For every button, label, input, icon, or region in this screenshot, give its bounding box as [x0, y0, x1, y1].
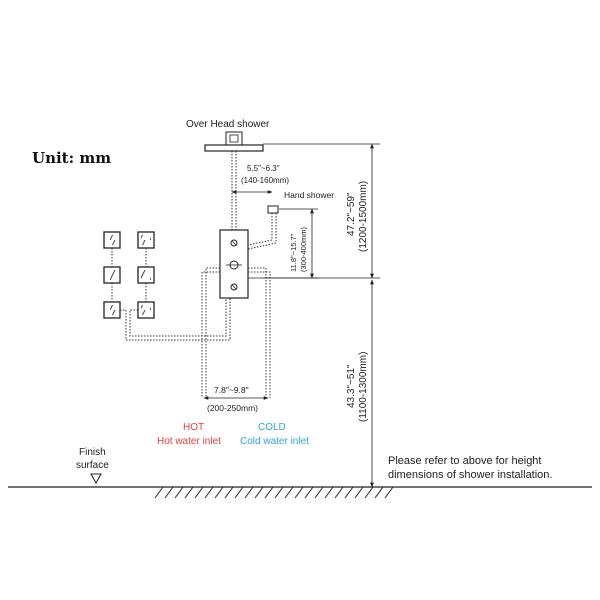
hand-height-inch: 11.8"~15.7" [289, 233, 298, 272]
hot-inlet-label: Hot water inlet [157, 436, 221, 447]
lower-height-inch: 43.3"~51" [346, 364, 357, 408]
body-jet-icon [137, 266, 155, 284]
body-jet-icon [103, 301, 121, 319]
arm-dim-mm: (140-160mm) [241, 176, 289, 185]
hand-height-mm: (300-400mm) [299, 226, 308, 272]
body-jets [103, 231, 231, 341]
body-jet-icon [103, 231, 121, 249]
note-line-1: Please refer to above for height [388, 455, 541, 467]
hand-shower-icon [267, 205, 279, 214]
upper-height-inch: 47.2"~59" [346, 192, 357, 236]
note-line-2: dimensions of shower installation. [388, 469, 552, 481]
riser-pipe [231, 151, 237, 232]
unit-label: Unit: mm [32, 149, 111, 167]
body-jet-icon [137, 231, 155, 249]
lower-height-mm: (1100-1300mm) [358, 352, 369, 422]
body-jet-icon [103, 266, 121, 284]
hand-shower-label: Hand shower [284, 190, 334, 200]
hot-label: HOT [183, 422, 204, 433]
cold-label: COLD [258, 422, 286, 433]
floor-hatching [154, 486, 394, 499]
overhead-shower-label: Over Head shower [186, 119, 270, 130]
finish-surface-label-1: Finish [79, 447, 106, 458]
upper-height-mm: (1200-1500mm) [358, 181, 369, 252]
inlet-spacing-inch: 7.8"~9.8" [214, 385, 249, 395]
inlet-spacing-mm: (200-250mm) [207, 403, 258, 413]
cold-inlet-label: Cold water inlet [240, 436, 309, 447]
hand-shower-hose [247, 213, 273, 246]
body-jet-icon [137, 301, 155, 319]
jet-supply-pipe [120, 298, 231, 341]
inlet-pipes [201, 267, 271, 398]
arm-dim-inch: 5.5"~6.3" [247, 164, 280, 173]
overhead-shower-icon [204, 131, 264, 152]
finish-surface-marker-icon [90, 473, 102, 485]
finish-surface-label-2: surface [76, 460, 109, 471]
mixer-valve-panel [219, 229, 249, 299]
